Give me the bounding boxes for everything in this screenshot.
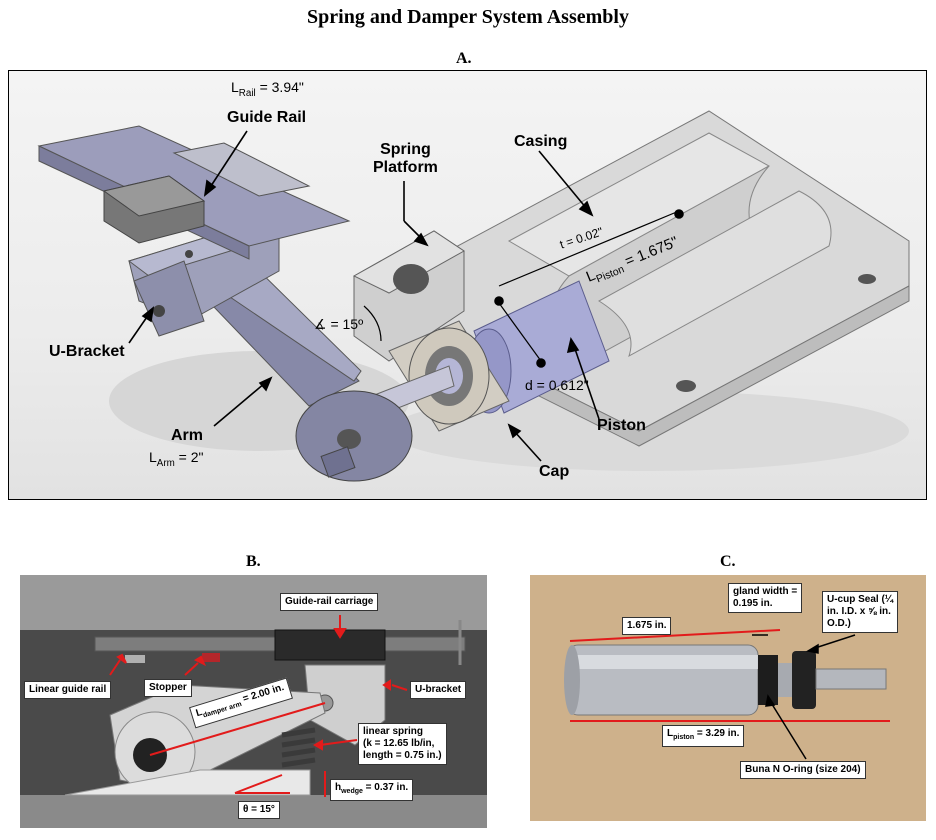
guide-rail-part: [37, 125, 351, 260]
theta-label: θ = 15°: [238, 801, 280, 819]
gland-width-label: gland width =0.195 in.: [728, 583, 803, 613]
spring-platform: [352, 230, 465, 362]
piston-length-c-label: Lpiston = 3.29 in.: [662, 725, 745, 747]
rail-length-label: LRail = 3.94": [231, 79, 304, 99]
panel-a-label: A.: [456, 50, 472, 67]
stopper-label: Stopper: [144, 679, 192, 697]
cap-label: Cap: [539, 463, 570, 480]
annotation-leaders: [128, 130, 684, 462]
casing-label: Casing: [514, 133, 568, 150]
o-ring-label: Buna N O-ring (size 204): [740, 761, 866, 779]
casing-hole: [858, 274, 876, 284]
panel-b-photo: Guide-rail carriage Linear guide rail St…: [20, 575, 487, 828]
o-ring-photo: [758, 655, 778, 705]
diameter-label: d = 0.612": [525, 377, 589, 393]
angle-label: ∡ = 15º: [314, 316, 364, 332]
panel-c-label: C.: [720, 553, 736, 570]
u-bracket-b-label: U-bracket: [410, 681, 467, 699]
u-cup-seal-photo: [792, 651, 816, 709]
red-annotations-c: [569, 629, 890, 722]
cad-assembly-drawing: [37, 110, 910, 482]
figure-title: Spring and Damper System Assembly: [307, 6, 629, 28]
piston-rod-photo: [815, 668, 887, 690]
guide-rail-label: Guide Rail: [227, 109, 307, 126]
black-annotations-c: [752, 634, 856, 760]
wedge-height-label: hwedge = 0.37 in.: [330, 779, 414, 801]
arm-label: Arm: [171, 427, 204, 444]
linear-spring-label: linear spring(k = 12.65 lb/in,length = 0…: [358, 723, 447, 765]
stopper-photo: [202, 653, 220, 662]
panel-b-label: B.: [246, 553, 261, 570]
piston-label: Piston: [597, 417, 646, 434]
carriage-photo: [274, 629, 386, 661]
short-length-label: 1.675 in.: [622, 617, 672, 635]
u-bracket-label: U-Bracket: [49, 343, 125, 360]
red-annotations-b: [109, 615, 408, 797]
casing-hole: [676, 380, 696, 392]
arm-length-label: LArm = 2": [149, 449, 204, 469]
linear-guide-rail-label: Linear guide rail: [24, 681, 112, 699]
spring-photo: [281, 727, 316, 768]
carriage-label: Guide-rail carriage: [280, 593, 379, 611]
